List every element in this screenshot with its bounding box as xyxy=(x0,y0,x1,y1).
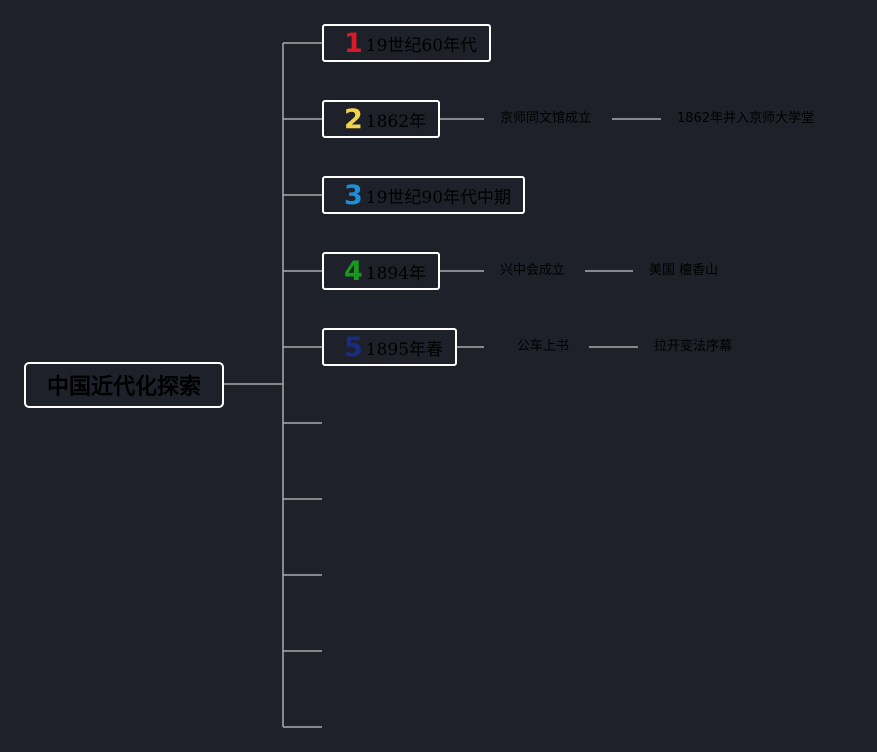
branch-topic-label: 19世纪60年代 xyxy=(365,35,478,56)
leaf-topic[interactable]: 公车上书 xyxy=(517,339,570,354)
number-badge: 1 xyxy=(344,27,363,59)
leaf-topic[interactable]: 拉开变法序幕 xyxy=(654,339,733,354)
number-badge: 3 xyxy=(344,179,363,211)
branch-topic-label: 1895年春 xyxy=(365,339,444,360)
root-topic[interactable]: 中国近代化探索 xyxy=(24,362,224,408)
branch-topic-label: 1894年 xyxy=(365,263,427,284)
leaf-topic[interactable]: 美国 檀香山 xyxy=(649,263,719,278)
number-badge: 2 xyxy=(344,103,363,135)
leaf-topic[interactable]: 兴中会成立 xyxy=(500,263,566,278)
number-badge: 4 xyxy=(344,255,363,287)
number-badge: 5 xyxy=(344,331,363,363)
root-topic-label: 中国近代化探索 xyxy=(46,375,201,400)
branch-topic-label: 19世纪90年代中期 xyxy=(365,187,512,208)
leaf-topic[interactable]: 京师同文馆成立 xyxy=(500,111,592,126)
branch-topic-label: 1862年 xyxy=(365,111,427,132)
leaf-topic[interactable]: 1862年并入京师大学堂 xyxy=(677,111,815,126)
